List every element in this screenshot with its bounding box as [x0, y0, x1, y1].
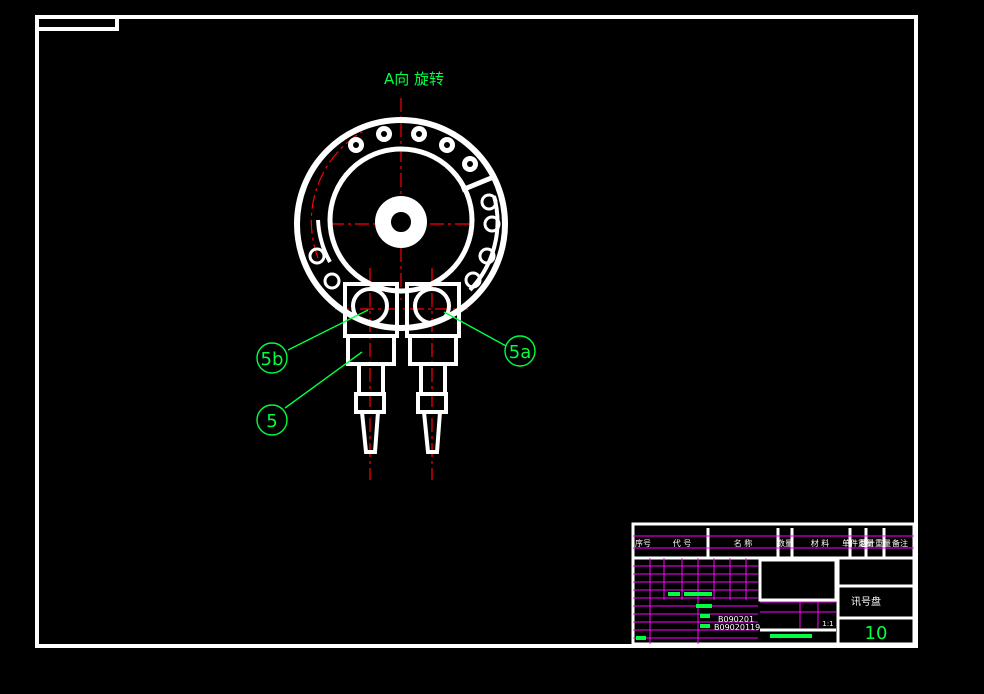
view-title: A向 旋转 [384, 70, 444, 88]
hub-bore [389, 210, 413, 234]
tb-qty: 数量 [777, 538, 793, 548]
callout-5b-label: 5b [261, 349, 284, 370]
drawing-frame [35, 15, 918, 648]
tb-scale: 1:1 [822, 620, 833, 628]
tb-seq: 序号 [635, 538, 651, 548]
tb-name: 名 称 [734, 538, 753, 548]
tb-part-name: 讯号盘 [851, 595, 881, 608]
tb-total-weight: 总计重量 [859, 538, 891, 548]
tb-code: 代 号 [673, 538, 692, 548]
tb-sheet-number: 10 [865, 623, 888, 644]
segment-arc [468, 195, 500, 292]
ring-slot-arc [316, 219, 332, 263]
ring-holes [308, 126, 501, 290]
tb-material: 材 料 [811, 538, 830, 548]
callout-5a-label: 5a [509, 342, 531, 363]
segment-divider [461, 173, 497, 193]
callout-5-bubble [256, 404, 288, 436]
callout-5a-bubble [504, 335, 536, 367]
callout-5b-bubble [256, 342, 288, 374]
callout-5-label: 5 [266, 411, 277, 432]
tb-drawing-number-1: B090201 [718, 615, 754, 624]
corner-tab [37, 17, 119, 31]
sensor-right [405, 282, 461, 454]
sensor-left [343, 282, 399, 454]
inner-ring [327, 146, 475, 294]
tb-unit-weight: 单件重量 [842, 538, 874, 548]
outer-ring [294, 117, 508, 331]
title-block: 序号 代 号 名 称 数量 材 料 单件重量 总计重量 备注 B090201 B… [631, 522, 916, 646]
tb-drawing-number-2: B09020119 [714, 623, 760, 632]
tb-remarks: 备注 [892, 538, 908, 548]
callouts [256, 309, 536, 436]
signal-disc [294, 117, 508, 331]
